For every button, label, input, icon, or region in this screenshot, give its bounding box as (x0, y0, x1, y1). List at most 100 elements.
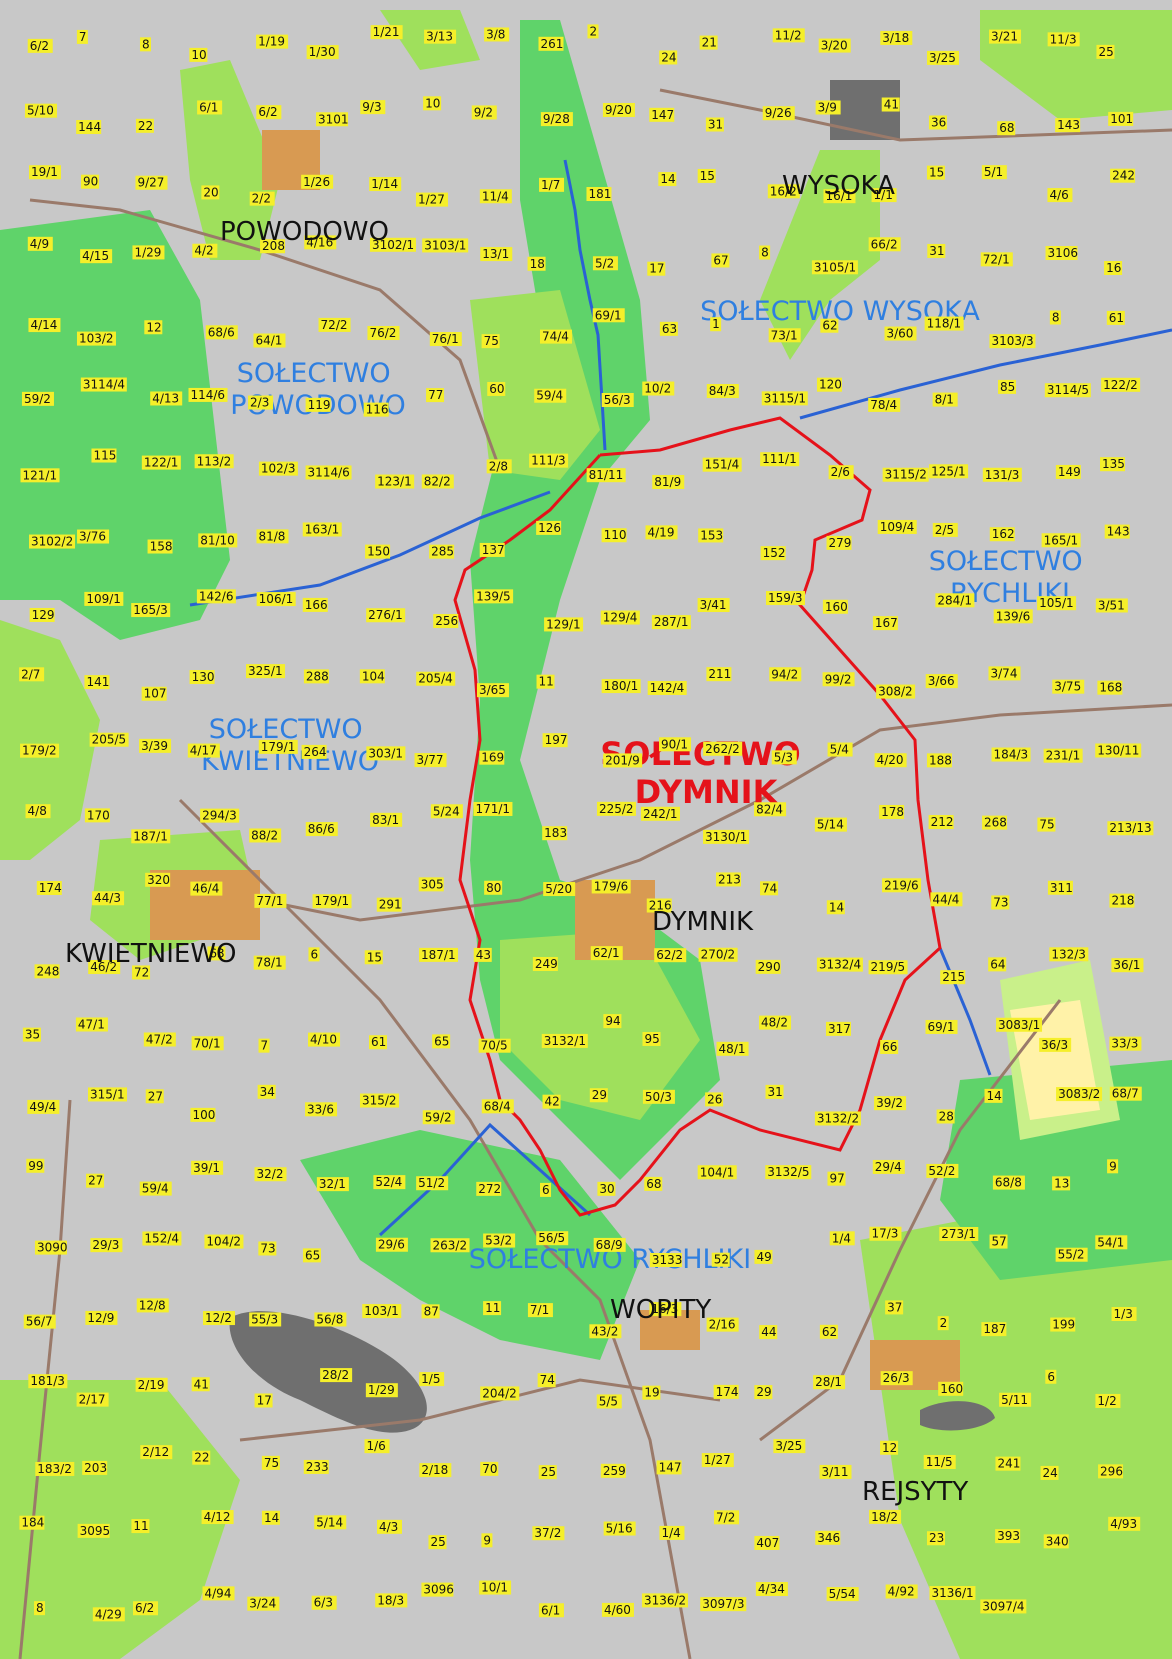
parcel-number: 21 (702, 36, 717, 50)
parcel-label-bg (940, 970, 966, 985)
parcel-label-bg (256, 105, 282, 120)
parcel-label: 31 (765, 1084, 784, 1099)
parcel-number: 44/3 (94, 891, 121, 905)
parcel-number: 70/1 (194, 1036, 221, 1050)
parcel-label-bg (27, 38, 53, 53)
parcel-label-bg (1055, 1247, 1088, 1262)
parcel-number: 17 (649, 262, 664, 276)
parcel-number: 109/1 (86, 592, 121, 606)
parcel-label-bg (375, 474, 415, 489)
parcel-label-bg (759, 245, 771, 260)
parcel-label-bg (536, 674, 555, 689)
parcel-number: 25 (1098, 45, 1113, 59)
parcel-label-bg (141, 686, 167, 701)
grass-northeast (980, 10, 1172, 120)
parcel-number: 8/1 (935, 393, 954, 407)
parcel-number: 51/2 (418, 1176, 445, 1190)
parcel-label: 23 (926, 1531, 945, 1546)
parcel-label: 3/25 (773, 1439, 806, 1454)
parcel-label-bg (430, 1238, 470, 1253)
parcel-label-bg (590, 946, 623, 961)
parcel-label: 264 (301, 744, 327, 759)
parcel-label: 187/1 (419, 947, 459, 962)
parcel-number: 179/6 (594, 879, 629, 893)
parcel-number: 130 (192, 670, 215, 684)
parcel-label: 242/1 (640, 806, 680, 821)
parcel-label-bg (366, 608, 406, 623)
road-1 (29, 198, 502, 471)
parcel-label: 130/11 (1095, 743, 1142, 758)
parcel-label: 6/1 (538, 1603, 564, 1618)
parcel-label: 218 (1109, 893, 1135, 908)
parcel-label-bg (249, 191, 275, 206)
parcel-label: 31 (705, 117, 724, 132)
parcel-label: 103/2 (76, 331, 116, 346)
parcel-number: 22 (138, 119, 153, 133)
parcel-label: 5/3 (771, 750, 797, 765)
parcel-label-bg (815, 1530, 841, 1545)
parcel-label-bg (869, 1509, 902, 1524)
parcel-label-bg (811, 260, 858, 275)
parcel-label: 225/2 (596, 801, 636, 816)
parcel-number: 317 (828, 1022, 851, 1036)
parcel-label: 11 (131, 1519, 150, 1534)
parcel-label: 26 (705, 1092, 724, 1107)
parcel-label-bg (826, 900, 845, 915)
parcel-label-bg (363, 402, 389, 417)
parcel-label: 340 (1043, 1534, 1069, 1549)
parcel-label-bg (142, 1231, 182, 1246)
settlement-label-wopity: WOPITY (610, 1295, 711, 1325)
parcel-label-bg (432, 1034, 451, 1049)
parcel-label: 48/1 (716, 1041, 749, 1056)
parcel-label: 143 (1055, 118, 1081, 132)
parcel-label-bg (421, 474, 454, 489)
parcel-label: 2/16 (706, 1317, 739, 1332)
parcel-number: 2/3 (250, 396, 269, 410)
parcel-label-bg (769, 667, 802, 682)
parcel-label: 25 (1096, 44, 1115, 59)
parcel-number: 1/7 (541, 178, 560, 192)
parcel-number: 9/3 (362, 100, 381, 114)
parcel-label: 14 (984, 1088, 1003, 1103)
parcel-label: 2/2 (249, 191, 275, 206)
parcel-label-bg (1109, 1086, 1142, 1101)
parcel-label: 262/2 (703, 741, 743, 756)
parcel-number: 73 (993, 895, 1008, 909)
parcel-number: 3115/1 (764, 391, 806, 405)
parcel-label: 4/12 (201, 1510, 234, 1525)
parcel-label: 18 (527, 256, 546, 271)
parcel-label-bg (542, 1094, 561, 1109)
parcel-label-bg (20, 468, 60, 483)
parcel-label-bg (872, 1159, 905, 1174)
parcel-number: 111/1 (762, 452, 797, 466)
parcel-label: 5/10 (24, 103, 57, 118)
parcel-label-bg (589, 1324, 622, 1339)
parcel-number: 61 (371, 1035, 386, 1049)
parcel-label: 6 (540, 1182, 552, 1197)
parcel-label: 49/4 (27, 1099, 60, 1114)
parcel-label-bg (483, 1233, 516, 1248)
parcel-label: 28/1 (813, 1375, 846, 1390)
parcel-label-bg (932, 522, 958, 537)
parcel-number: 4/10 (310, 1033, 337, 1047)
parcel-number: 3/39 (141, 739, 168, 753)
parcel-label-bg (1047, 188, 1073, 203)
parcel-label-bg (871, 188, 897, 203)
parcel-label-bg (600, 1463, 626, 1478)
parcel-label: 66 (880, 1039, 899, 1054)
parcel-number: 3/9 (818, 100, 837, 114)
parcel-number: 290 (758, 960, 781, 974)
parcel-number: 37 (887, 1300, 902, 1314)
parcel-label-bg (1040, 1465, 1059, 1480)
parcel-label-bg (603, 753, 643, 768)
parcel-label: 168 (1097, 680, 1123, 695)
parcel-label: 69/1 (925, 1020, 958, 1034)
parcel-label: 181 (586, 187, 612, 202)
parcel-label: 4/16 (304, 235, 337, 250)
parcel-label-bg (716, 1041, 749, 1056)
parcel-number: 11/4 (482, 189, 509, 203)
parcel-label: 4/9 (27, 236, 53, 251)
parcel-label: 137 (479, 542, 505, 557)
